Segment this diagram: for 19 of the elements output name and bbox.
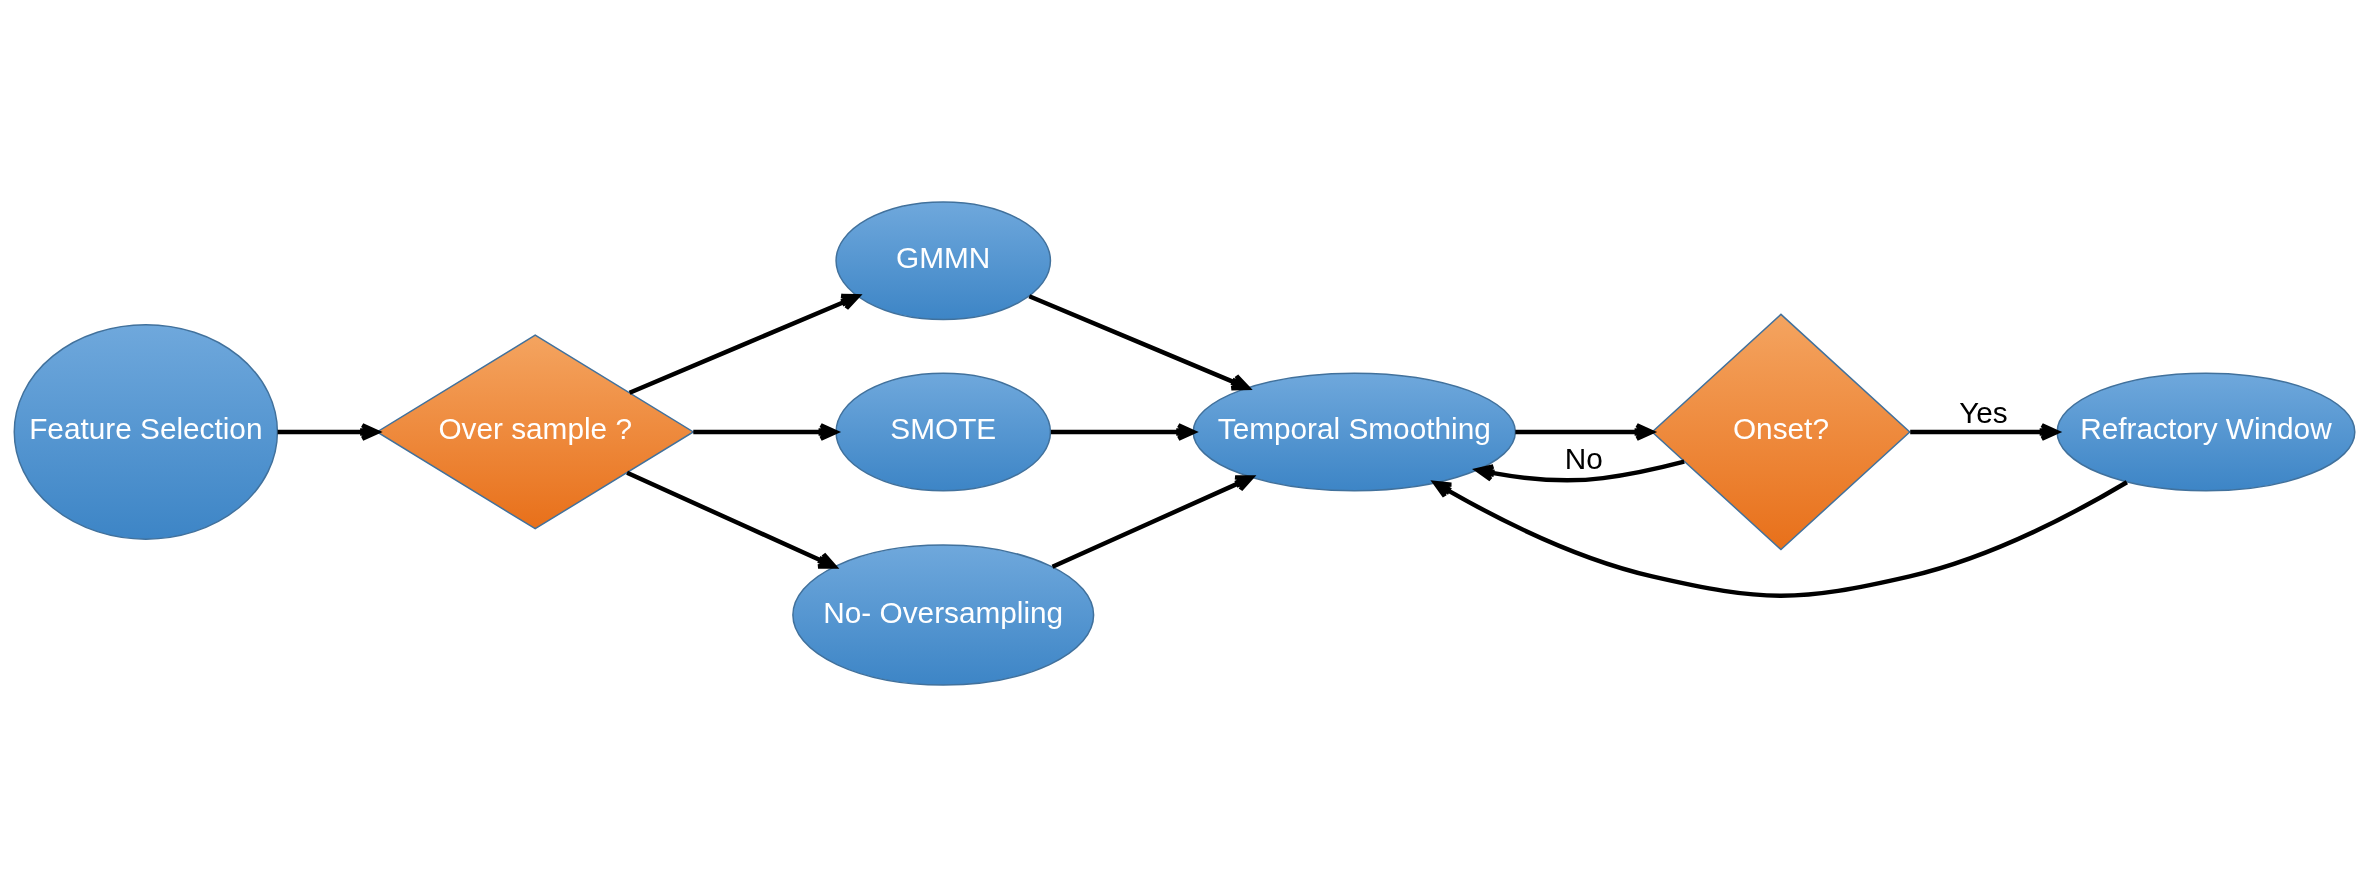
arrow	[1050, 423, 1196, 441]
arrow	[1475, 459, 1685, 483]
edge-label: No	[1564, 442, 1603, 476]
arrow	[628, 293, 860, 395]
arrow	[1028, 294, 1250, 391]
arrow	[693, 423, 838, 441]
node-ellipse: Refractory Window	[2056, 372, 2356, 492]
node-ellipse: Feature Selection	[13, 324, 279, 540]
arrow	[1432, 480, 2128, 598]
arrow	[1910, 423, 2060, 441]
node-ellipse: No- Oversampling	[792, 544, 1095, 686]
edge-label: Yes	[1959, 396, 2008, 430]
node-ellipse: SMOTE	[835, 372, 1052, 492]
arrow	[626, 470, 837, 569]
arrow	[277, 423, 380, 441]
arrow	[1515, 423, 1654, 441]
node-diamond: Onset?	[1651, 313, 1911, 551]
arrow	[1051, 475, 1254, 569]
node-ellipse: GMMN	[835, 201, 1052, 321]
